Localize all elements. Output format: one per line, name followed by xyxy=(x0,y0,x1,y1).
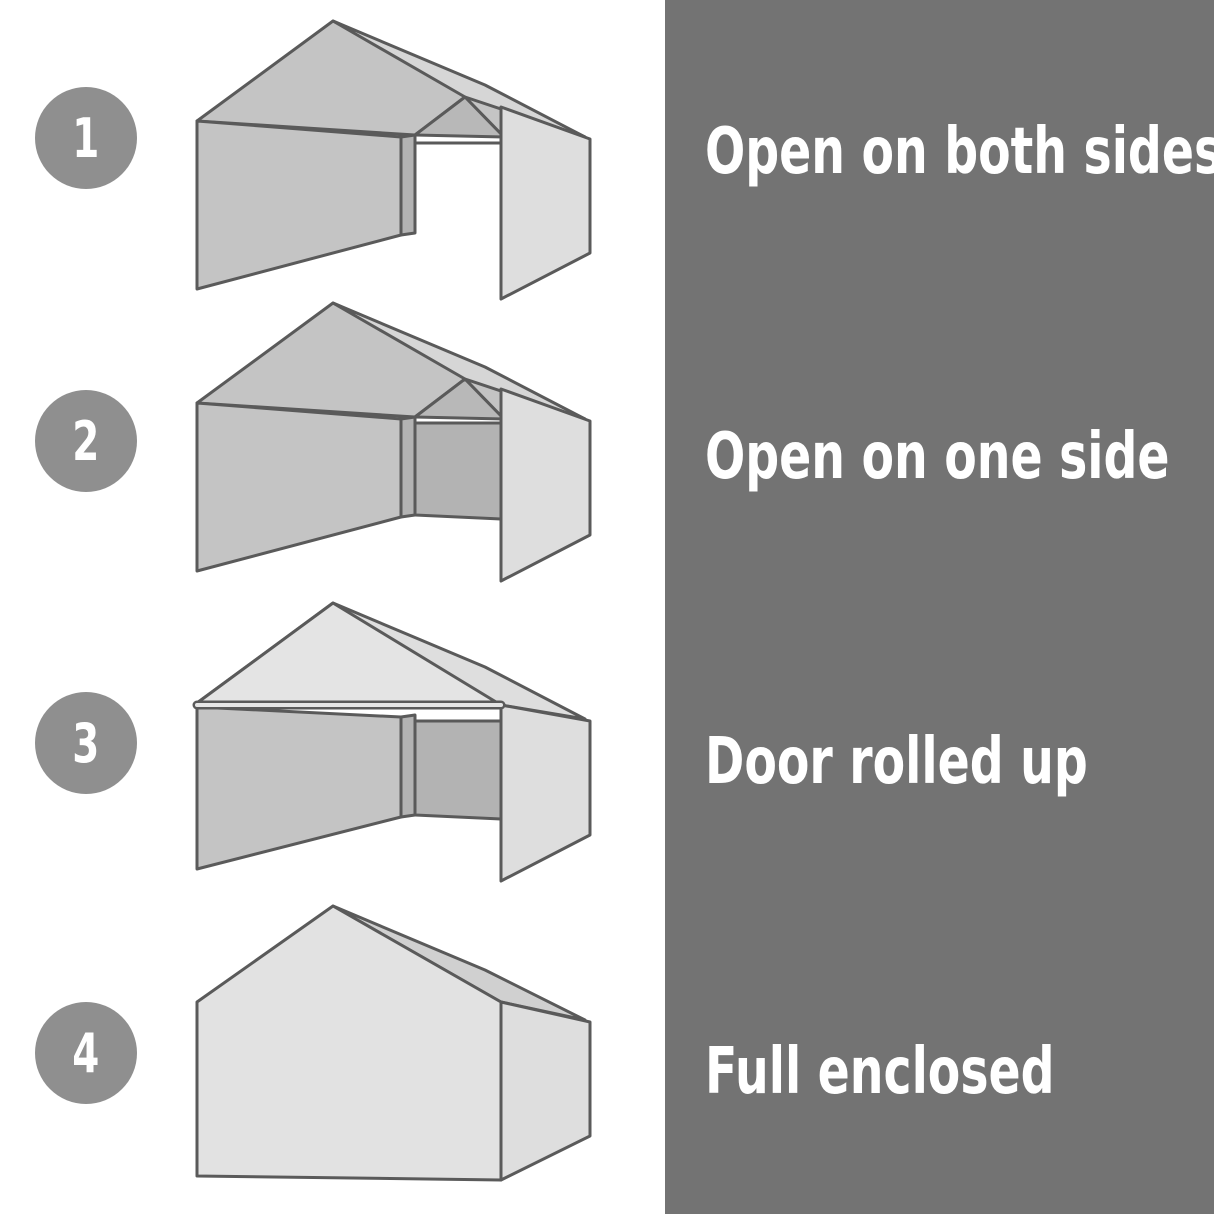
option-label-1: Open on both sides xyxy=(705,115,1214,189)
option-number-badge-2: 2 xyxy=(35,390,137,492)
option-label-2: Open on one side xyxy=(705,420,1170,494)
option-number-badge-4: 4 xyxy=(35,1002,137,1104)
option-number-badge-1: 1 xyxy=(35,87,137,189)
option-label-4: Full enclosed xyxy=(705,1035,1055,1109)
option-number-3: 3 xyxy=(72,711,100,775)
option-number-1: 1 xyxy=(72,106,100,170)
label-panel xyxy=(665,0,1214,1214)
option-number-badge-3: 3 xyxy=(35,692,137,794)
tent-full-enclosed-illustration xyxy=(185,898,605,1198)
option-number-4: 4 xyxy=(72,1021,100,1085)
tent-open-both-sides-illustration xyxy=(185,15,605,315)
option-number-2: 2 xyxy=(72,409,100,473)
tent-door-rolled-up-illustration xyxy=(185,597,605,897)
tent-open-one-side-illustration xyxy=(185,297,605,597)
option-label-3: Door rolled up xyxy=(705,725,1088,799)
